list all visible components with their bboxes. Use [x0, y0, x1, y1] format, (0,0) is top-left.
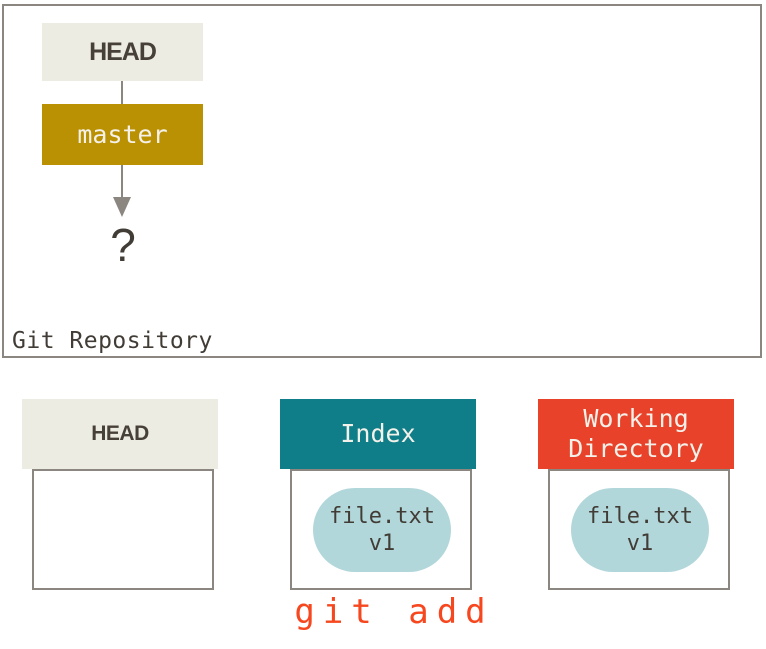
master-to-commit-line — [121, 165, 123, 198]
working-directory-column-header: Working Directory — [538, 399, 734, 469]
git-add-command-label: git add — [294, 592, 494, 632]
file-version: v1 — [368, 531, 396, 556]
working-directory-title-line1: Working — [583, 404, 689, 433]
index-file-blob: file.txt v1 — [313, 488, 451, 572]
unknown-commit-label: ? — [110, 219, 136, 271]
working-directory-file-blob: file.txt v1 — [571, 488, 709, 572]
working-directory-title-line2: Directory — [568, 434, 704, 463]
head-to-master-line — [121, 81, 123, 105]
file-version: v1 — [626, 531, 654, 556]
master-branch-box: master — [42, 104, 203, 165]
head-column-body — [32, 469, 214, 590]
head-column-header: HEAD — [22, 399, 218, 469]
arrow-down-icon — [113, 197, 131, 217]
git-repository-label: Git Repository — [12, 328, 213, 354]
file-name: file.txt — [329, 504, 435, 529]
head-pointer-box: HEAD — [42, 23, 203, 81]
file-name: file.txt — [587, 504, 693, 529]
index-column-header: Index — [280, 399, 476, 469]
